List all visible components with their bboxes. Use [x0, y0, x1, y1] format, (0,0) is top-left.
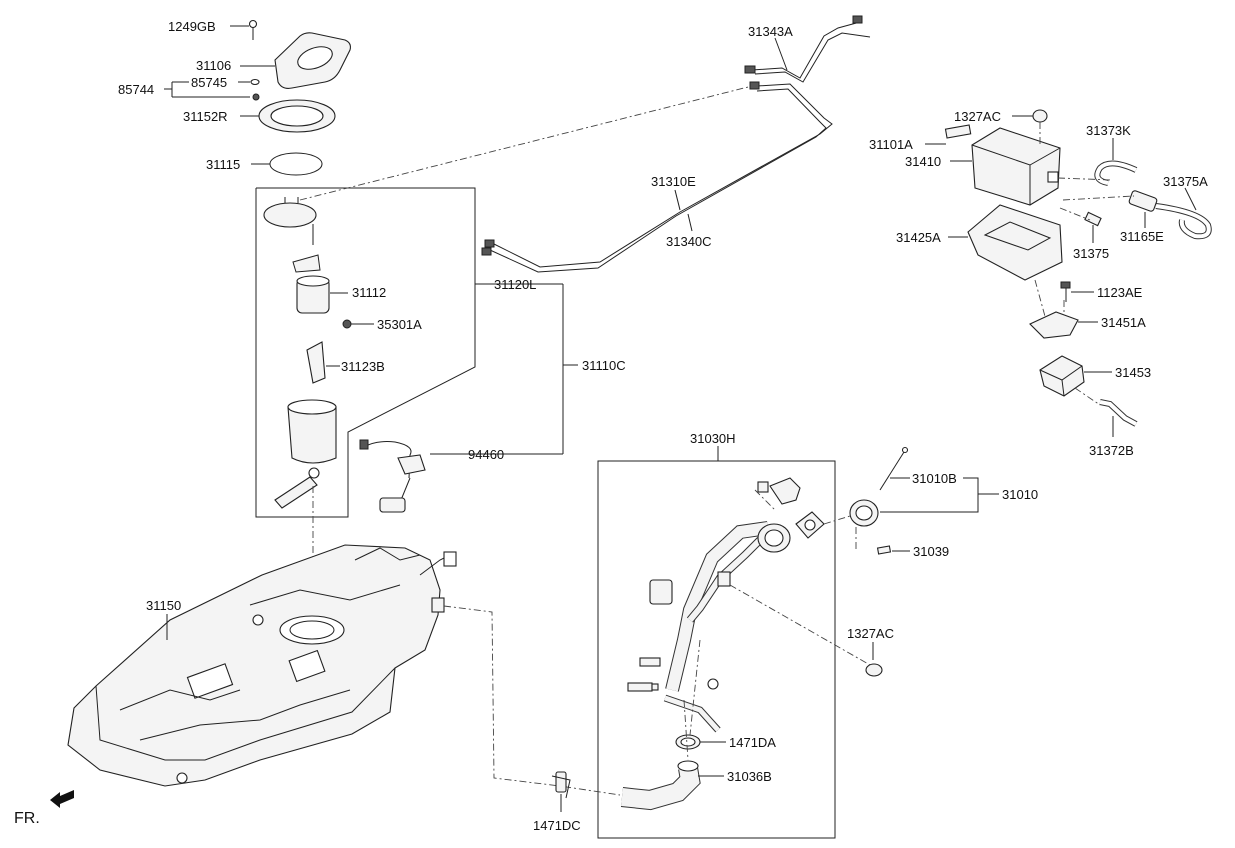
label-31010b: 31010B: [912, 471, 957, 486]
washer-85745: [250, 78, 260, 86]
fuel-pump-cover-group: 1249GB 31106 85745 85744 31152R 31115: [118, 19, 351, 176]
label-1123ae: 1123AE: [1097, 285, 1143, 300]
label-31375a: 31375A: [1163, 174, 1208, 189]
label-85745: 85745: [191, 75, 227, 90]
filter-31123b: [306, 341, 326, 384]
nut-1327ac-bottom: [729, 584, 883, 677]
label-31123b: 31123B: [341, 359, 385, 374]
label-85744: 85744: [118, 82, 154, 97]
label-31340c: 31340C: [666, 234, 712, 249]
label-31165e: 31165E: [1120, 229, 1164, 244]
label-31030h: 31030H: [690, 431, 736, 446]
label-94460: 94460: [468, 447, 504, 462]
label-1327ac-bottom: 1327AC: [847, 626, 894, 641]
filler-neck-assembly-31030h: [597, 446, 836, 839]
label-31375: 31375: [1073, 246, 1109, 261]
label-31120l: 31120L: [494, 277, 536, 292]
label-31453: 31453: [1115, 365, 1151, 380]
label-31425a: 31425A: [896, 230, 941, 245]
fuel-lines-group: [481, 15, 871, 273]
fuel-sender-94460: [359, 439, 563, 513]
fuel-tank-31150: [67, 544, 457, 787]
label-31410: 31410: [905, 154, 941, 169]
fuel-pump-31112: [296, 275, 348, 314]
label-31152r: 31152R: [183, 109, 228, 124]
label-1471dc: 1471DC: [533, 818, 581, 833]
label-31343a: 31343A: [748, 24, 793, 39]
label-31373k: 31373K: [1086, 123, 1131, 138]
label-31110c: 31110C: [582, 358, 626, 373]
fuel-pump-module-31120l: 31112 35301A 31123B: [255, 187, 476, 518]
label-31010: 31010: [1002, 487, 1038, 502]
label-35301a: 35301A: [377, 317, 422, 332]
label-31451a: 31451A: [1101, 315, 1146, 330]
front-arrow-icon: [50, 790, 74, 808]
label-1249gb: 1249GB: [168, 19, 216, 34]
label-fr: FR.: [14, 810, 40, 827]
label-31115: 31115: [206, 157, 240, 172]
clamp-1471dc: [551, 771, 571, 812]
plate-31451a: [1029, 311, 1079, 339]
label-31112: 31112: [352, 285, 386, 300]
label-31039: 31039: [913, 544, 949, 559]
gasket-31115: [269, 152, 323, 176]
label-31150: 31150: [146, 598, 181, 613]
canister-bracket-31425a: [967, 204, 1063, 281]
front-direction-indicator: FR.: [14, 790, 74, 827]
label-1327ac-top: 1327AC: [954, 109, 1001, 124]
label-31106: 31106: [196, 58, 231, 73]
label-1471da: 1471DA: [729, 735, 776, 750]
label-31036b: 31036B: [727, 769, 772, 784]
canister-group: 1327AC 31101A 31410 31425A 31373K 3137: [869, 109, 1212, 458]
label-31372b: 31372B: [1089, 443, 1134, 458]
canister-31410: [971, 127, 1061, 206]
label-31310e: 31310E: [651, 174, 696, 189]
fuel-cap-31010: [823, 446, 910, 555]
screw-1249gb: [248, 19, 258, 40]
label-31101a: 31101A: [869, 137, 913, 152]
filter-31453: [1039, 355, 1085, 397]
